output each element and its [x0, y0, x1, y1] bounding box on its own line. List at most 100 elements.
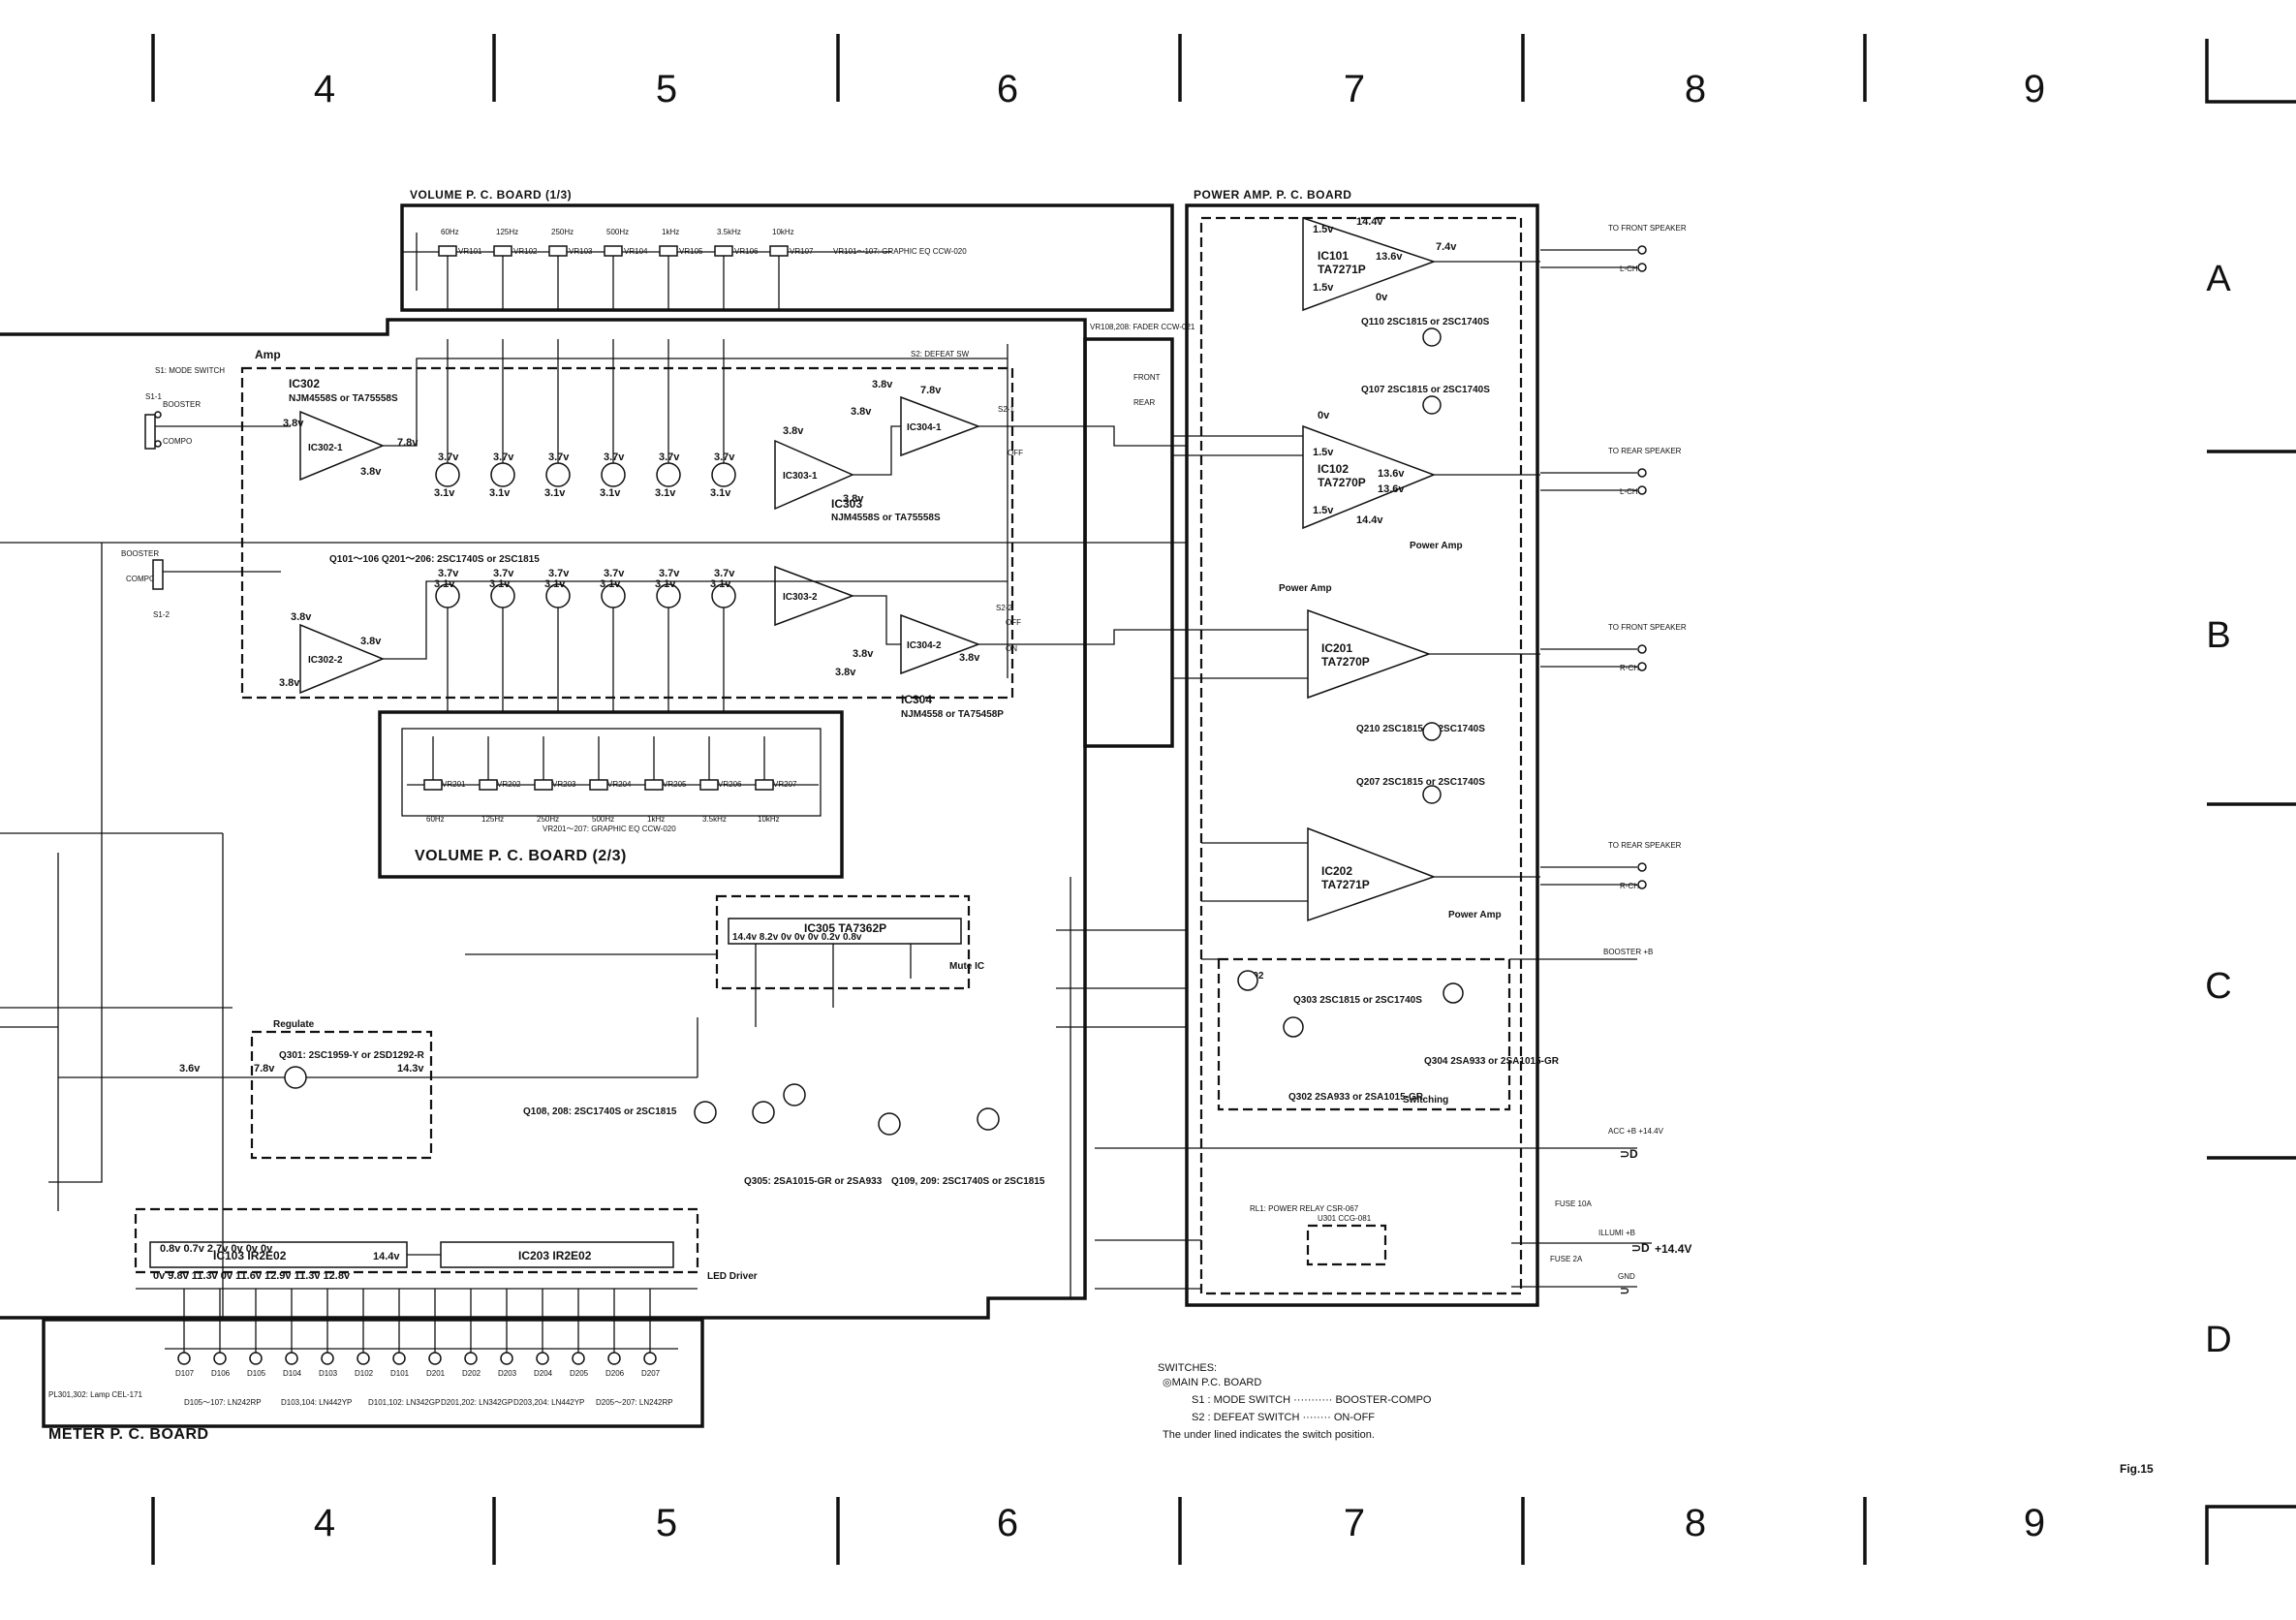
q109-note: Q109, 209: 2SC1740S or 2SC1815 — [891, 1176, 1045, 1187]
led-volts-mid: 0v 9.8v 11.3v 0v 11.6v 12.9v 11.3v 12.8v — [153, 1270, 351, 1282]
eq-top-pot-4[interactable] — [659, 245, 678, 257]
ic102-type: TA7270P — [1318, 476, 1366, 489]
zone-label-8-bottom: 8 — [1685, 1502, 1706, 1544]
eq-bottom-pot-label-2: VR203 — [552, 780, 576, 789]
switches-s1: S1 : MODE SWITCH ··········· BOOSTER-COM… — [1192, 1394, 1432, 1406]
eq-top-freq-4: 1kHz — [662, 228, 679, 236]
q210-label: Q210 2SC1815 or 2SC1740S — [1356, 724, 1485, 734]
led-d202 — [464, 1352, 478, 1365]
eq-bottom-pot-label-4: VR205 — [663, 780, 687, 789]
eq-bottom-pot-4[interactable] — [644, 779, 664, 791]
q106-volt-a: 3.7v — [714, 452, 735, 463]
eq-bottom-pot-3[interactable] — [589, 779, 608, 791]
volume-board-1-title: VOLUME P. C. BOARD (1/3) — [410, 188, 572, 202]
s1-2-switch[interactable] — [152, 559, 164, 590]
q106-volt-b: 3.1v — [710, 487, 731, 499]
board-outlines: VOLUME P. C. BOARD (1/3) VOLUME P. C. BO… — [0, 188, 1539, 1443]
q210-symbol — [1422, 722, 1442, 741]
power-amp-section: IC101 TA7271P IC102 TA7270P IC201 TA7270… — [1172, 216, 1540, 922]
volt-ic304-2-c: 3.8v — [835, 667, 856, 678]
eq-bottom-freq-1: 125Hz — [481, 815, 504, 824]
eq-bottom-pot-1[interactable] — [479, 779, 498, 791]
led-label-d207: D207 — [641, 1369, 661, 1378]
output-0-label: TO FRONT SPEAKER — [1608, 224, 1687, 233]
zone-label-6: 6 — [997, 68, 1018, 110]
eq-bottom-freq-4: 1kHz — [647, 815, 665, 824]
eq-bottom-pot-label-1: VR202 — [497, 780, 521, 789]
s1-title: S1: MODE SWITCH — [155, 366, 225, 375]
s1-compo-label: COMPO — [163, 437, 192, 446]
eq-bottom-freq-2: 250Hz — [537, 815, 559, 824]
eq-bottom-freq-0: 60Hz — [426, 815, 445, 824]
led-d101 — [392, 1352, 406, 1365]
eq-top-pot-0[interactable] — [438, 245, 457, 257]
eq-top-pot-3[interactable] — [604, 245, 623, 257]
led-label-d204: D204 — [534, 1369, 553, 1378]
ic201-amp — [1307, 608, 1432, 700]
volt-ic302-2-in: 3.8v — [291, 611, 312, 623]
eq-top-pot-6[interactable] — [769, 245, 789, 257]
eq-bottom-pot-5[interactable] — [699, 779, 719, 791]
volt-reg-3-6: 3.6v — [179, 1063, 201, 1075]
eq-bottom-freq-6: 10kHz — [758, 815, 780, 824]
eq-note-top: VR101～107: GRAPHIC EQ CCW-020 — [833, 247, 967, 256]
eq-top-pot-label-5: VR106 — [734, 247, 759, 256]
led-d105 — [249, 1352, 263, 1365]
q206-volt-a: 3.7v — [714, 568, 735, 579]
s1-1-switch[interactable] — [144, 414, 156, 450]
volt-ic304-2-a: 3.8v — [853, 648, 874, 660]
led-d106 — [213, 1352, 227, 1365]
eq-bottom-pot-label-5: VR206 — [718, 780, 742, 789]
volt-7-8-amp: 7.8v — [397, 437, 419, 449]
eq-bottom-pot-6[interactable] — [755, 779, 774, 791]
volt-ic101-gnd: 0v — [1376, 292, 1388, 303]
led-volt-14-4: 14.4v — [373, 1251, 400, 1262]
q105-volt-a: 3.7v — [659, 452, 680, 463]
ic303-label: IC303 — [831, 497, 862, 511]
acc-b-label: ACC +B +14.4V — [1608, 1127, 1664, 1136]
eq-bottom-pot-label-3: VR204 — [607, 780, 632, 789]
gnd-connector: ⊃ — [1620, 1284, 1629, 1297]
output-2-terminal-minus — [1637, 662, 1647, 671]
opamp-ic302-1 — [299, 410, 385, 482]
q206-volt-b: 3.1v — [710, 578, 731, 590]
zone-label-7: 7 — [1344, 68, 1365, 110]
mute-ic-label: Mute IC — [949, 961, 984, 972]
eq-top-pot-label-1: VR102 — [513, 247, 538, 256]
output-1-terminal-plus — [1637, 468, 1647, 478]
volt-ic102-in2: 1.5v — [1313, 505, 1334, 516]
switches-footer: The under lined indicates the switch pos… — [1163, 1429, 1375, 1441]
volume-board-2-title: VOLUME P. C. BOARD (2/3) — [415, 848, 627, 864]
switching-label: Switching — [1403, 1095, 1448, 1106]
eq-bank-top: 60HzVR101125HzVR102250HzVR103500HzVR1041… — [402, 228, 967, 310]
eq-top-pot-2[interactable] — [548, 245, 568, 257]
q303-label: Q303 2SC1815 or 2SC1740S — [1293, 995, 1422, 1006]
q107-label: Q107 2SC1815 or 2SC1740S — [1361, 385, 1490, 395]
eq-top-pot-1[interactable] — [493, 245, 512, 257]
row-label-c: C — [2205, 966, 2231, 1007]
ic202-label: IC202 — [1321, 864, 1352, 878]
ic303-2-label: IC303-2 — [783, 592, 818, 603]
eq-top-pot-5[interactable] — [714, 245, 733, 257]
q103-volt-b: 3.1v — [544, 487, 566, 499]
eq-top-pot-label-0: VR101 — [458, 247, 482, 256]
volt-ic304-1-b: 7.8v — [920, 385, 942, 396]
q301-label: Q301: 2SC1959-Y or 2SD1292-R — [279, 1050, 425, 1061]
q104-volt-b: 3.1v — [600, 487, 621, 499]
output-0-channel: L-CH — [1620, 265, 1638, 273]
volt-ic302-1-in: 3.8v — [283, 418, 304, 429]
output-3-terminal-minus — [1637, 880, 1647, 889]
q108-note: Q108, 208: 2SC1740S or 2SC1815 — [523, 1106, 677, 1117]
eq-top-pot-label-6: VR107 — [790, 247, 814, 256]
q201-volt-b: 3.1v — [434, 578, 455, 590]
opamp-ic302-2 — [299, 623, 385, 695]
row-label-b: B — [2206, 615, 2230, 656]
ic101-amp — [1302, 216, 1437, 312]
led-label-d206: D206 — [605, 1369, 625, 1378]
regulator-section: Regulate Q301: 2SC1959-Y or 2SD1292-R 14… — [58, 1017, 698, 1160]
ic302-label: IC302 — [289, 377, 320, 390]
ic303-type: NJM4558S or TA75558S — [831, 513, 941, 523]
eq-bottom-pot-2[interactable] — [534, 779, 553, 791]
eq-bottom-pot-0[interactable] — [423, 779, 443, 791]
